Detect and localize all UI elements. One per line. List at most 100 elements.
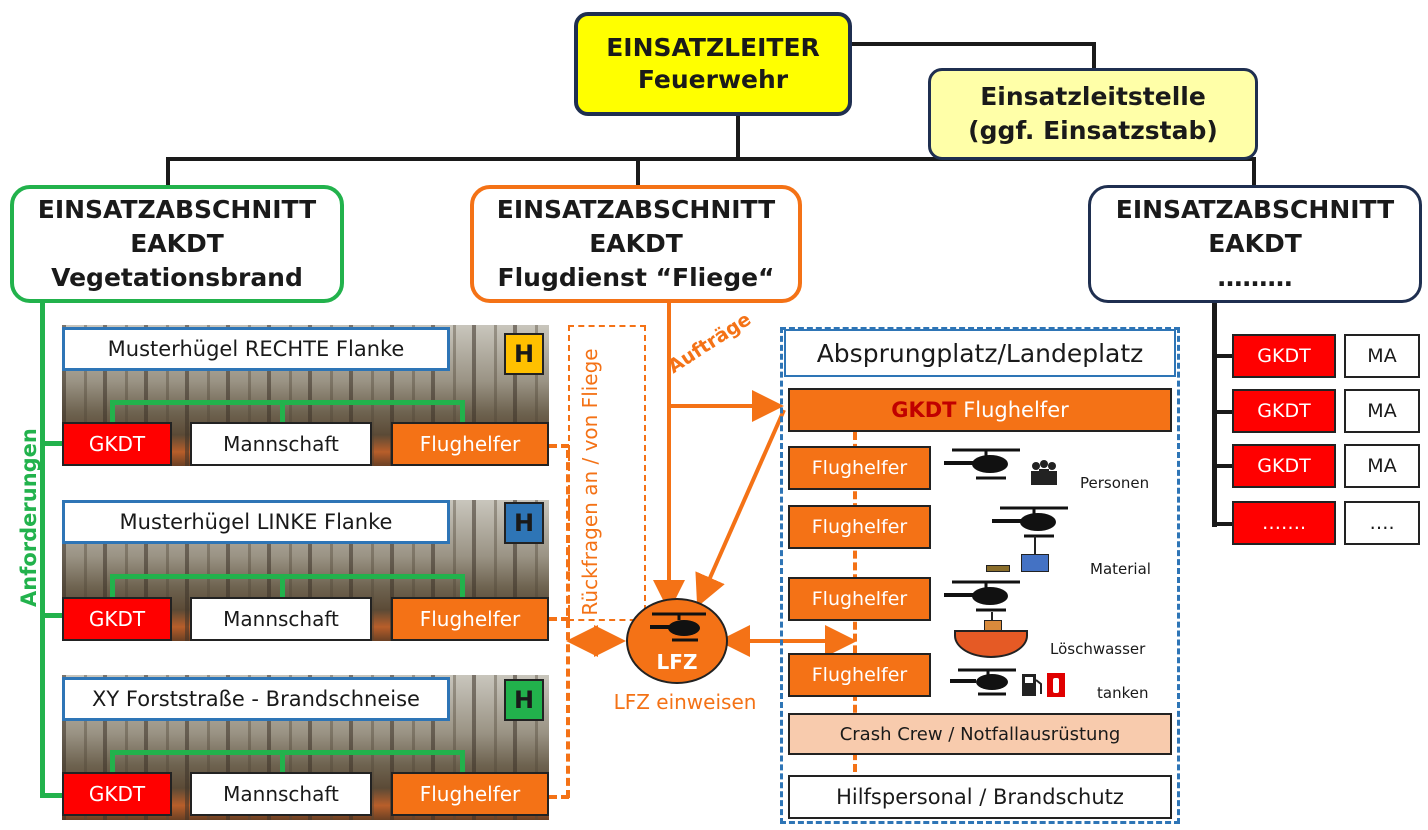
section-name: Flugdienst “Fliege“ bbox=[497, 263, 775, 292]
spine-branch-2 bbox=[40, 613, 65, 618]
feedback-dashed-rail bbox=[566, 450, 570, 798]
task-label: Löschwasser bbox=[1050, 640, 1146, 658]
landing-helper-cell[interactable]: Flughelfer bbox=[788, 577, 931, 621]
section-title: EINSATZABSCHNITT bbox=[496, 195, 776, 224]
section-commander: EAKDT bbox=[589, 229, 683, 258]
support-staff-cell[interactable]: Hilfspersonal / Brandschutz bbox=[788, 775, 1172, 819]
people-icon bbox=[1031, 460, 1057, 485]
cargo-bar-icon bbox=[986, 565, 1010, 572]
gkdt-cell[interactable]: ……. bbox=[1232, 501, 1336, 545]
aircraft-circle[interactable]: LFZ bbox=[626, 598, 728, 684]
bucket-line bbox=[991, 612, 993, 622]
dispatch-title: Einsatzleitstelle bbox=[980, 82, 1206, 111]
leader-title: EINSATZLEITER bbox=[606, 33, 820, 62]
landing-helper-cell[interactable]: Flughelfer bbox=[788, 446, 931, 490]
helicopter-icon bbox=[992, 506, 1068, 538]
gkdt-cell[interactable]: GKDT bbox=[62, 422, 172, 466]
unit-title: Musterhügel LINKE Flanke bbox=[62, 500, 450, 544]
crew-cell[interactable]: Mannschaft bbox=[190, 772, 372, 816]
task-label: Material bbox=[1090, 560, 1151, 578]
gkdt-cell[interactable]: GKDT bbox=[1232, 444, 1336, 488]
helicopter-icon bbox=[650, 612, 706, 642]
heli-landing-badge: H bbox=[504, 679, 544, 721]
unit-bracket-left bbox=[110, 574, 115, 598]
ma-cell[interactable]: MA bbox=[1344, 389, 1420, 433]
unit-bracket-left bbox=[110, 400, 115, 424]
feedback-dashed-stub-1 bbox=[549, 444, 569, 448]
unit-bracket-right bbox=[460, 750, 465, 774]
section2-drop-line bbox=[636, 157, 640, 187]
landing-helper-cell[interactable]: Flughelfer bbox=[788, 505, 931, 549]
section-other[interactable]: EINSATZABSCHNITT EAKDT ……… bbox=[1088, 185, 1422, 303]
section-commander: EAKDT bbox=[130, 229, 224, 258]
landing-head[interactable]: GKDT Flughelfer bbox=[788, 388, 1172, 432]
section3-spine-line bbox=[1212, 303, 1217, 527]
flight-helper-cell[interactable]: Flughelfer bbox=[391, 772, 549, 816]
unit-bracket-right bbox=[460, 574, 465, 598]
section3-drop-line bbox=[1252, 157, 1256, 187]
gkdt-cell[interactable]: GKDT bbox=[1232, 334, 1336, 378]
section3-branch-3 bbox=[1212, 464, 1234, 468]
unit-bracket-top bbox=[110, 400, 464, 405]
unit-bracket-left bbox=[110, 750, 115, 774]
unit-bracket-mid bbox=[280, 400, 285, 424]
section-title: EINSATZABSCHNITT bbox=[37, 195, 317, 224]
helicopter-icon bbox=[944, 448, 1020, 480]
incident-commander-box[interactable]: EINSATZLEITER Feuerwehr bbox=[574, 12, 852, 116]
leader-stem-line bbox=[736, 116, 740, 160]
cargo-line bbox=[1034, 536, 1036, 556]
aircraft-caption: LFZ einweisen bbox=[613, 690, 757, 714]
landing-head-rest: Flughelfer bbox=[956, 398, 1069, 422]
unit-title: XY Forststraße - Brandschneise bbox=[62, 677, 450, 721]
ma-cell[interactable]: MA bbox=[1344, 444, 1420, 488]
orders-arrows bbox=[566, 303, 857, 657]
crew-cell[interactable]: Mannschaft bbox=[190, 597, 372, 641]
helicopter-icon bbox=[944, 580, 1020, 612]
leader-to-dispatch-line bbox=[852, 42, 1094, 46]
dispatch-drop-line bbox=[1092, 42, 1096, 70]
fuel-pump-icon bbox=[1022, 674, 1042, 696]
section-name: ……… bbox=[1217, 263, 1293, 292]
feedback-dashed-stub-3 bbox=[549, 795, 569, 799]
ma-cell[interactable]: …. bbox=[1344, 501, 1420, 545]
crash-crew-cell[interactable]: Crash Crew / Notfallausrüstung bbox=[788, 713, 1172, 755]
section-title: EINSATZABSCHNITT bbox=[1115, 195, 1395, 224]
ma-cell[interactable]: MA bbox=[1344, 334, 1420, 378]
crew-cell[interactable]: Mannschaft bbox=[190, 422, 372, 466]
gkdt-cell[interactable]: GKDT bbox=[1232, 389, 1336, 433]
landing-area-frame bbox=[780, 327, 1180, 824]
landing-helper-cell[interactable]: Flughelfer bbox=[788, 653, 931, 697]
dispatch-center-box[interactable]: Einsatzleitstelle (ggf. Einsatzstab) bbox=[928, 68, 1258, 160]
section-vegetation-fire[interactable]: EINSATZABSCHNITT EAKDT Vegetationsbrand bbox=[10, 185, 344, 303]
heli-landing-badge: H bbox=[504, 502, 544, 544]
section-flight-service[interactable]: EINSATZABSCHNITT EAKDT Flugdienst “Flieg… bbox=[470, 185, 802, 303]
unit-bracket-mid bbox=[280, 750, 285, 774]
leader-subtitle: Feuerwehr bbox=[637, 65, 789, 94]
gkdt-cell[interactable]: GKDT bbox=[62, 597, 172, 641]
section1-drop-line bbox=[166, 157, 170, 187]
gkdt-cell[interactable]: GKDT bbox=[62, 772, 172, 816]
landing-head-gkdt: GKDT bbox=[891, 398, 957, 422]
unit-bracket-top bbox=[110, 574, 464, 579]
fire-extinguisher-icon bbox=[1047, 673, 1065, 697]
flight-helper-cell[interactable]: Flughelfer bbox=[391, 597, 549, 641]
unit-title: Musterhügel RECHTE Flanke bbox=[62, 327, 450, 371]
spine-branch-3 bbox=[40, 793, 65, 798]
cargo-box-icon bbox=[1021, 554, 1049, 572]
section3-branch-2 bbox=[1212, 410, 1234, 414]
section-commander: EAKDT bbox=[1208, 229, 1302, 258]
task-label: tanken bbox=[1097, 684, 1149, 702]
dispatch-subtitle: (ggf. Einsatzstab) bbox=[968, 116, 1218, 145]
section3-branch-1 bbox=[1212, 354, 1234, 358]
feedback-dashed-stub-2 bbox=[549, 617, 569, 621]
unit-bracket-right bbox=[460, 400, 465, 424]
aircraft-label: LFZ bbox=[656, 650, 698, 674]
landing-area-title: Absprungplatz/Landeplatz bbox=[784, 329, 1176, 377]
section-name: Vegetationsbrand bbox=[51, 263, 303, 292]
heli-landing-badge: H bbox=[504, 333, 544, 375]
flight-helper-cell[interactable]: Flughelfer bbox=[391, 422, 549, 466]
spine-branch-1 bbox=[40, 441, 65, 446]
helicopter-icon bbox=[950, 668, 1016, 696]
unit-bracket-top bbox=[110, 750, 464, 755]
